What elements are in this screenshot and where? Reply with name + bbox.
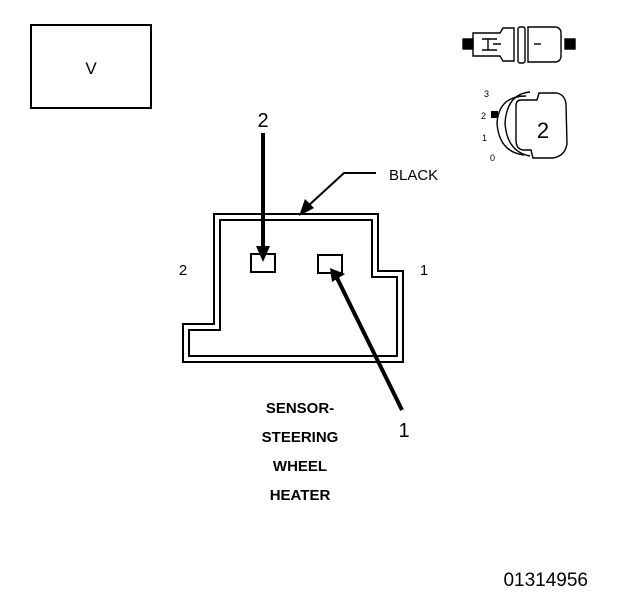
figure-number: 01314956 <box>503 570 588 591</box>
connector-side-view-icon <box>462 26 576 64</box>
pin-1-callout-number: 1 <box>398 420 409 442</box>
key-number: 2 <box>537 118 549 143</box>
component-name: SENSOR- STEERING WHEEL HEATER <box>262 400 339 504</box>
key-scale-3: 3 <box>484 89 489 99</box>
cavity-label-right: 1 <box>420 262 428 279</box>
connector-key-icon: 3 2 1 0 2 <box>481 89 568 163</box>
connector-face <box>182 213 404 363</box>
component-name-line-1: SENSOR- <box>266 400 334 417</box>
component-name-line-2: STEERING <box>262 429 339 446</box>
connector-color-label: BLACK <box>389 167 438 184</box>
cavity-label-left: 2 <box>179 262 187 279</box>
color-leader: BLACK <box>299 167 438 216</box>
key-scale-1: 1 <box>482 133 487 143</box>
view-box-label: V <box>85 59 97 78</box>
terminal-cavity-1 <box>317 254 343 274</box>
component-name-line-4: HEATER <box>270 487 331 504</box>
key-scale-0: 0 <box>490 153 495 163</box>
pin-1-callout: 1 <box>330 268 410 442</box>
view-box: V <box>30 24 152 109</box>
key-scale-2: 2 <box>481 111 486 121</box>
component-name-line-3: WHEEL <box>273 458 327 475</box>
pin-2-callout-number: 2 <box>257 110 268 132</box>
pin-2-callout: 2 <box>256 110 270 262</box>
